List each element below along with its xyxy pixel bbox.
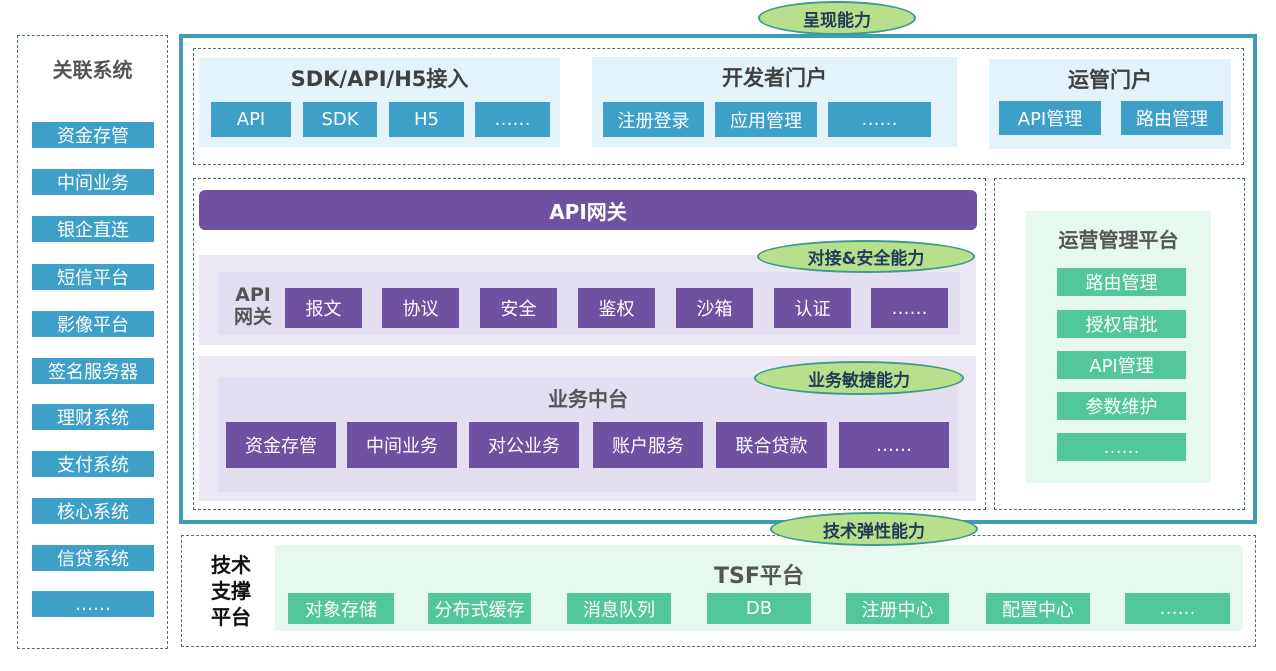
biz-inner-box bbox=[218, 377, 958, 492]
ops-portal-item: API管理 bbox=[999, 101, 1101, 135]
related-system-item: 影像平台 bbox=[32, 311, 154, 337]
access-item: …… bbox=[475, 102, 550, 137]
biz-service-item: …… bbox=[839, 422, 949, 468]
tsf-component-item: 注册中心 bbox=[846, 593, 949, 624]
related-system-item: 资金存管 bbox=[32, 122, 154, 148]
tech-support-layer bbox=[181, 535, 1256, 647]
presentation-capability-bubble: 呈现能力 bbox=[758, 1, 916, 35]
access-title: SDK/API/H5接入 bbox=[290, 67, 469, 91]
gateway-capability-item: 协议 bbox=[382, 288, 459, 328]
gateway-capability-item: …… bbox=[871, 288, 948, 328]
tsf-component-item: …… bbox=[1125, 593, 1230, 624]
biz-service-item: 对公业务 bbox=[469, 422, 579, 468]
biz-service-item: 中间业务 bbox=[347, 422, 457, 468]
main-frame bbox=[179, 34, 1257, 524]
biz-service-item: 联合贷款 bbox=[716, 422, 827, 468]
related-systems-title: 关联系统 bbox=[52, 57, 133, 82]
tsf-component-item: 配置中心 bbox=[986, 593, 1090, 624]
ops-platform-item: 路由管理 bbox=[1057, 268, 1186, 296]
gateway-capability-item: 报文 bbox=[285, 288, 362, 328]
access-item: H5 bbox=[389, 102, 464, 137]
tsf-component-item: DB bbox=[707, 593, 811, 624]
presentation-layer bbox=[193, 48, 1244, 165]
gateway-capability-item: 沙箱 bbox=[676, 288, 753, 328]
access-item: API bbox=[211, 102, 291, 137]
ops-portal-item: 路由管理 bbox=[1121, 101, 1223, 135]
related-system-item: …… bbox=[32, 591, 154, 617]
security-capability-bubble: 对接&安全能力 bbox=[757, 240, 975, 273]
related-system-item: 短信平台 bbox=[32, 264, 154, 290]
ops-portal-title: 运管门户 bbox=[1068, 68, 1152, 92]
agility-capability-bubble: 业务敏捷能力 bbox=[754, 361, 964, 395]
biz-service-item: 账户服务 bbox=[593, 422, 703, 468]
tsf-title: TSF平台 bbox=[714, 564, 804, 589]
elastic-capability-bubble: 技术弹性能力 bbox=[770, 512, 978, 546]
dev-portal-title: 开发者门户 bbox=[722, 66, 827, 90]
related-system-item: 信贷系统 bbox=[32, 545, 154, 571]
related-system-item: 中间业务 bbox=[32, 169, 154, 195]
dev-portal-item: 应用管理 bbox=[715, 102, 817, 137]
gateway-capability-item: 鉴权 bbox=[578, 288, 655, 328]
gateway-capability-item: 安全 bbox=[480, 288, 557, 328]
related-system-item: 理财系统 bbox=[32, 404, 154, 430]
related-system-item: 核心系统 bbox=[32, 498, 154, 524]
tsf-component-item: 对象存储 bbox=[288, 593, 394, 624]
gateway-layer bbox=[193, 178, 986, 510]
dev-portal-item: 注册登录 bbox=[603, 102, 704, 137]
ops-platform-item: …… bbox=[1057, 433, 1186, 461]
ops-platform-item: 授权审批 bbox=[1057, 310, 1186, 338]
ops-platform-item: API管理 bbox=[1057, 351, 1186, 379]
access-item: SDK bbox=[303, 102, 377, 137]
gateway-label: API 网关 bbox=[233, 284, 272, 328]
api-gateway-banner: API网关 bbox=[199, 190, 977, 230]
ops-platform-layer bbox=[994, 178, 1245, 510]
ops-platform-item: 参数维护 bbox=[1057, 392, 1186, 420]
ops-platform-title: 运营管理平台 bbox=[1058, 227, 1179, 252]
biz-title: 业务中台 bbox=[548, 386, 628, 411]
related-system-item: 支付系统 bbox=[32, 451, 154, 477]
related-system-item: 签名服务器 bbox=[32, 358, 154, 384]
related-systems-panel: 关联系统 资金存管中间业务银企直连短信平台影像平台签名服务器理财系统支付系统核心… bbox=[17, 35, 168, 649]
tech-support-label: 技术 支撑 平台 bbox=[211, 553, 251, 629]
dev-portal-item: …… bbox=[828, 102, 931, 137]
tsf-component-item: 分布式缓存 bbox=[428, 593, 531, 624]
biz-service-item: 资金存管 bbox=[226, 422, 336, 468]
gateway-capability-item: 认证 bbox=[774, 288, 851, 328]
tsf-component-item: 消息队列 bbox=[567, 593, 671, 624]
related-system-item: 银企直连 bbox=[32, 216, 154, 242]
